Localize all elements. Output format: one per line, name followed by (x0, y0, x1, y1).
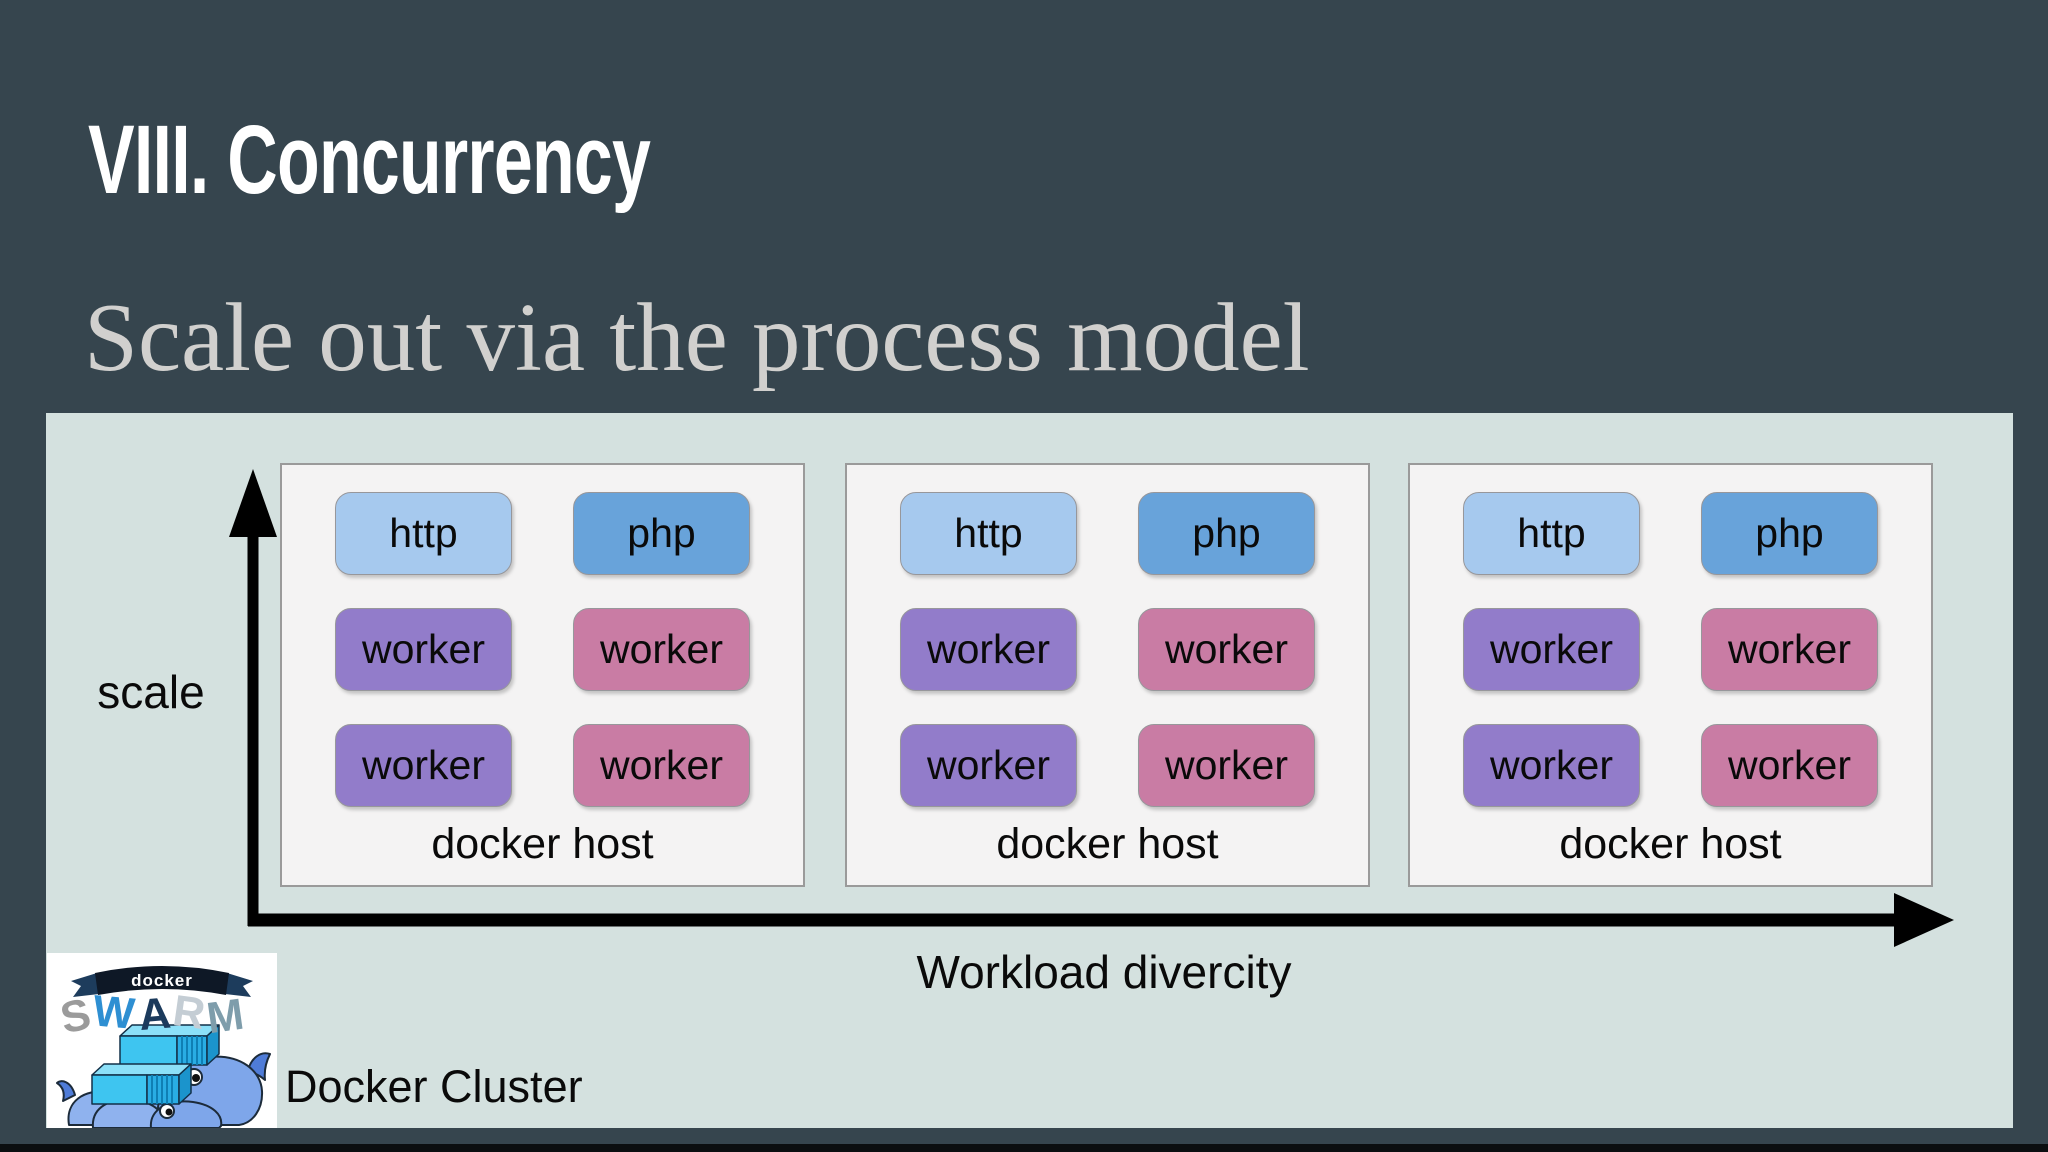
diagram-panel: scale Workload divercity http php worker… (46, 413, 2013, 1129)
process-box-worker: worker (573, 608, 750, 691)
bottom-bar (0, 1144, 2048, 1152)
docker-host-label: docker host (996, 820, 1219, 868)
swarm-word: S W A R M (56, 986, 247, 1043)
x-axis-label: Workload divercity (916, 946, 1292, 998)
docker-banner: docker (71, 966, 253, 997)
process-box-http: http (1463, 492, 1640, 575)
x-axis-arrowhead (1894, 893, 1954, 947)
svg-text:W: W (91, 986, 137, 1038)
process-grid: http php worker worker worker worker (335, 492, 750, 807)
docker-host-1: http php worker worker worker worker doc… (280, 463, 805, 887)
process-box-php: php (1701, 492, 1878, 575)
banner-docker-text: docker (131, 971, 193, 990)
process-box-worker: worker (573, 724, 750, 807)
svg-text:A: A (137, 989, 173, 1041)
docker-host-2: http php worker worker worker worker doc… (845, 463, 1370, 887)
axes (229, 469, 1954, 947)
process-grid: http php worker worker worker worker (900, 492, 1315, 807)
process-box-http: http (335, 492, 512, 575)
containers-illustration (91, 1024, 220, 1105)
process-grid: http php worker worker worker worker (1463, 492, 1878, 807)
y-axis-arrowhead (229, 469, 277, 537)
docker-host-3: http php worker worker worker worker doc… (1408, 463, 1933, 887)
svg-text:R: R (170, 986, 208, 1039)
process-box-worker: worker (1701, 608, 1878, 691)
docker-host-label: docker host (1559, 820, 1782, 868)
docker-host-label: docker host (431, 820, 654, 868)
docker-swarm-logo: docker S W A R M (47, 953, 277, 1129)
process-box-worker: worker (1463, 608, 1640, 691)
process-box-worker: worker (1138, 608, 1315, 691)
slide-title: VIII. Concurrency (88, 105, 651, 214)
process-box-http: http (900, 492, 1077, 575)
y-axis-label: scale (97, 666, 205, 718)
process-box-worker: worker (1138, 724, 1315, 807)
process-box-worker: worker (335, 724, 512, 807)
process-box-php: php (573, 492, 750, 575)
process-box-worker: worker (900, 724, 1077, 807)
process-box-php: php (1138, 492, 1315, 575)
process-box-worker: worker (900, 608, 1077, 691)
process-box-worker: worker (335, 608, 512, 691)
svg-text:S: S (56, 989, 95, 1043)
svg-text:M: M (204, 990, 247, 1044)
process-box-worker: worker (1463, 724, 1640, 807)
process-box-worker: worker (1701, 724, 1878, 807)
cluster-label: Docker Cluster (285, 1061, 583, 1112)
slide-subtitle: Scale out via the process model (84, 284, 1310, 391)
